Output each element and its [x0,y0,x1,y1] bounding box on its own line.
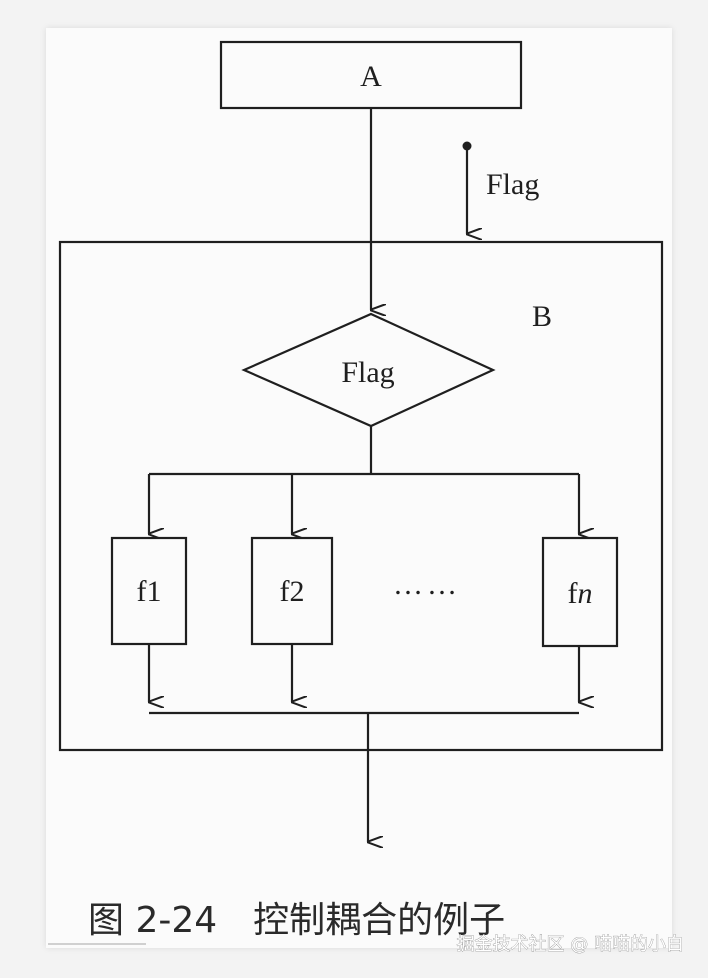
function-label-fn-prefix: f [568,577,578,610]
watermark: 掘金技术社区 @ 喵喵的小白 [457,934,684,955]
function-label-f2: f2 [280,575,305,608]
flag-param-label: Flag [486,168,539,201]
figure-paper [46,28,672,948]
module-a-label: A [360,60,382,93]
function-label-fn-suffix: n [578,577,593,610]
module-a-box [219,40,523,110]
module-b-label: B [532,300,552,333]
function-box-f2 [250,536,334,646]
function-box-f1 [110,536,188,646]
function-box-fn [541,536,619,648]
function-label-fn: fn [568,577,593,610]
figure-caption: 图 2-24 控制耦合的例子 [88,900,505,941]
decision-label: Flag [341,356,394,389]
function-label-f1: f1 [137,575,162,608]
module-b-box [58,240,664,752]
ellipsis: …… [393,568,461,601]
